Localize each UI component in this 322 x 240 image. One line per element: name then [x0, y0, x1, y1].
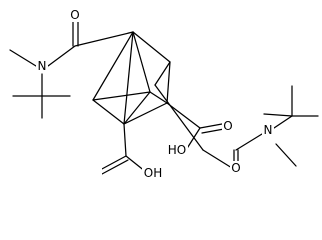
- atom-label-n-right-amide: N: [264, 123, 273, 137]
- atom-label-o-left-amide: O: [70, 8, 79, 22]
- bond-right-acid-co-1: [199, 123, 223, 129]
- bond-cage-11: [123, 31, 134, 125]
- atom-label-o-right-amide: O: [231, 161, 240, 175]
- bond-cage-3: [132, 31, 151, 93]
- bond-cage-to-right-chain: [154, 84, 204, 151]
- bond-cage-1: [132, 31, 171, 63]
- bond-cage-7: [92, 91, 151, 101]
- atom-label-ho-right-acid: HO: [168, 143, 186, 157]
- atom-label-oh-left-acid: OH: [144, 166, 162, 180]
- bond-right-tbu-3: [263, 113, 293, 117]
- bond-cage-to-left-acid: [123, 123, 127, 157]
- right-chain-bonds: [154, 84, 319, 169]
- cage-bonds: [92, 31, 171, 125]
- bond-cage-6: [92, 99, 125, 125]
- bond-right-n-methyl: [275, 143, 297, 167]
- bond-cage-5: [154, 61, 171, 86]
- bond-right-amide-c-n: [235, 133, 263, 151]
- bond-right-chain-to-acid: [166, 102, 201, 129]
- bond-cage-4: [166, 61, 171, 104]
- bond-cage-9: [123, 91, 151, 125]
- atom-label-o-right-acid: O: [223, 119, 232, 133]
- bond-right-n-tbu: [270, 115, 293, 131]
- bond-cage-2: [92, 31, 134, 101]
- bond-right-amide-co-1: [202, 149, 233, 169]
- bond-cage-10: [149, 91, 168, 104]
- bond-left-c-n: [47, 45, 76, 67]
- bond-cage-8: [123, 102, 168, 125]
- chemical-structure: O N OH HO O N O: [9, 8, 319, 180]
- bond-right-acid-c-oh: [185, 127, 201, 151]
- bond-left-acid-co-2: [101, 159, 129, 175]
- bond-cage-to-left-carbonyl: [74, 31, 134, 47]
- atom-label-n-left-amide: N: [38, 59, 47, 73]
- bond-left-acid-co-1: [99, 155, 127, 171]
- left-acid-bonds: [99, 123, 147, 175]
- bond-left-n-methyl: [9, 49, 37, 67]
- bond-right-acid-co-2: [201, 128, 225, 134]
- atom-labels: O N OH HO O N O: [36, 8, 274, 180]
- left-amide-bonds: [9, 18, 134, 119]
